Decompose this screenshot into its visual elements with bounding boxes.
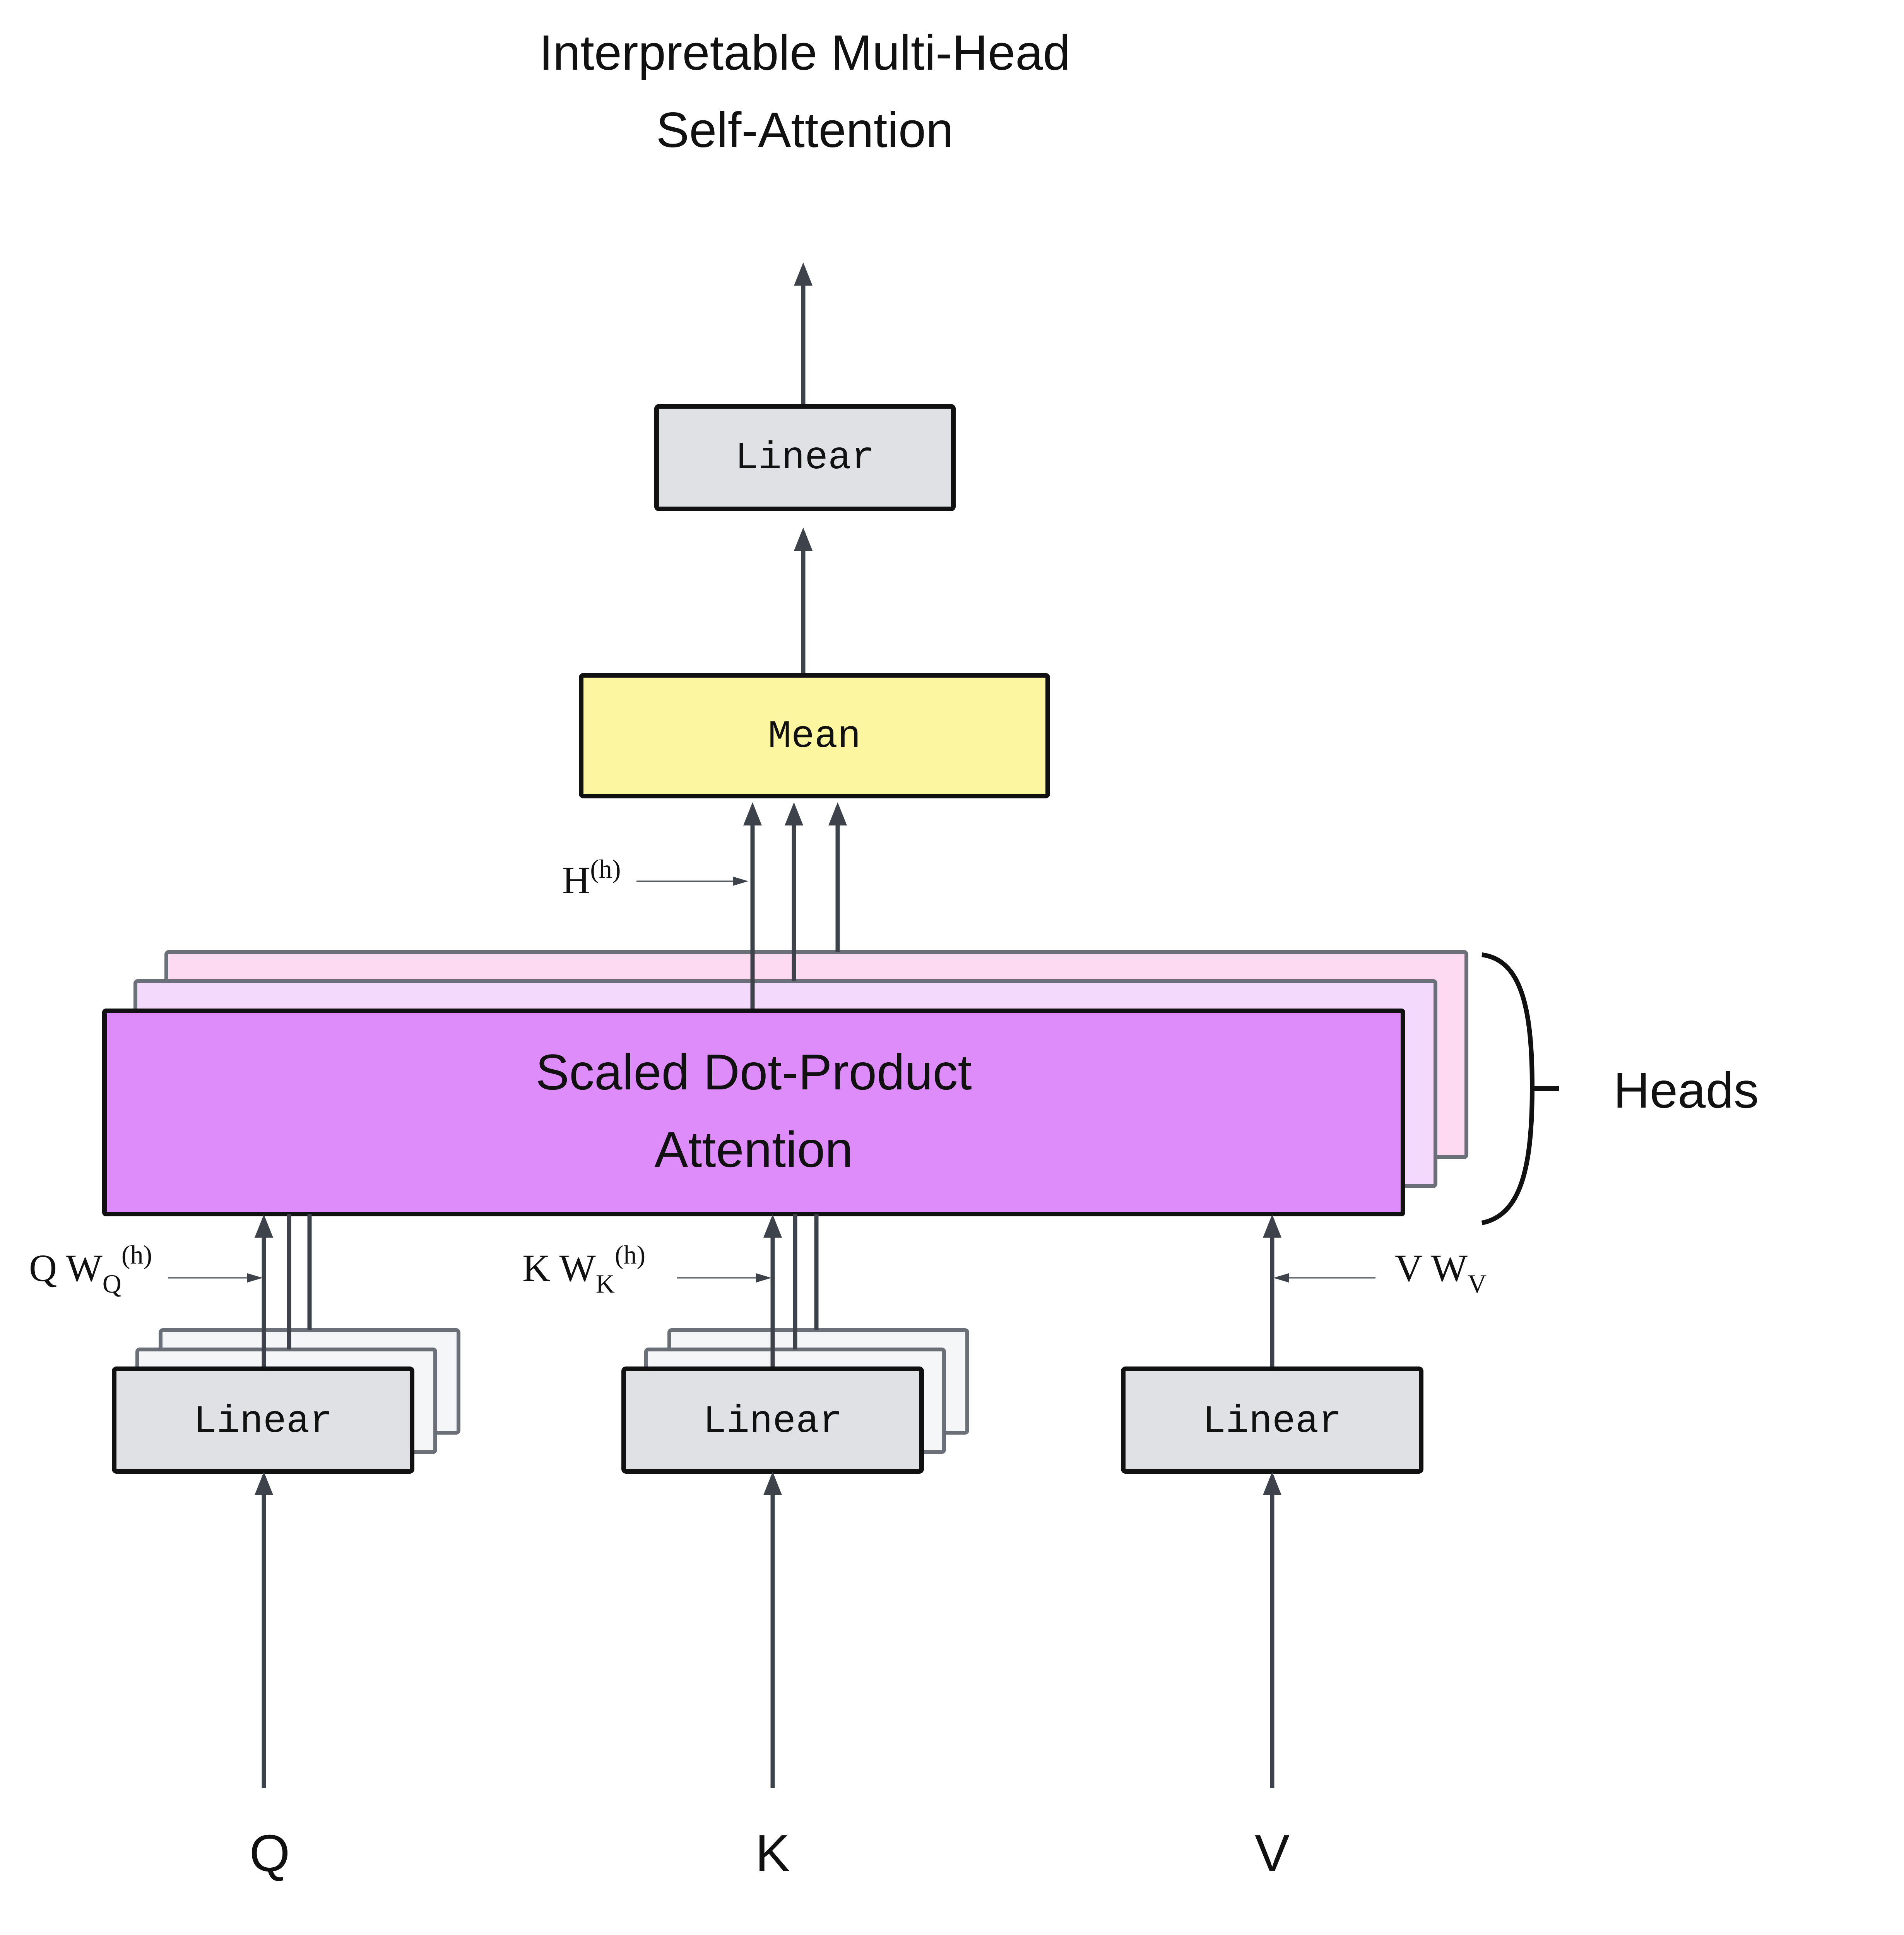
head-output-label: H(h): [562, 854, 621, 902]
top-linear-label: Linear: [735, 437, 874, 480]
q-linear-label: Linear: [193, 1400, 333, 1444]
q-projection-label: Q WQ(h): [29, 1240, 152, 1298]
diagram-title-line1: Interpretable Multi-Head: [539, 25, 1070, 80]
top-linear-box: [654, 404, 956, 511]
attention-label-line1: Scaled Dot-Product: [535, 1044, 972, 1100]
diagram-title-line2: Self-Attention: [656, 103, 953, 158]
k-linear-box: [621, 1366, 924, 1474]
attention-label-line2: Attention: [654, 1121, 853, 1178]
k-projection-label: K WK(h): [522, 1240, 645, 1298]
input-q-label: Q: [249, 1824, 290, 1882]
v-linear-label: Linear: [1203, 1400, 1342, 1444]
q-linear-box: [112, 1366, 414, 1474]
v-linear-box: [1121, 1366, 1423, 1474]
mean-box: [579, 673, 1050, 798]
k-linear-label: Linear: [703, 1400, 842, 1444]
v-projection-label: V WV: [1395, 1247, 1487, 1298]
heads-brace: [1481, 952, 1535, 1225]
heads-label: Heads: [1613, 1062, 1759, 1118]
input-k-label: K: [755, 1824, 790, 1882]
input-v-label: V: [1255, 1824, 1290, 1882]
mean-label: Mean: [768, 715, 861, 759]
attention-block: [102, 1009, 1405, 1216]
